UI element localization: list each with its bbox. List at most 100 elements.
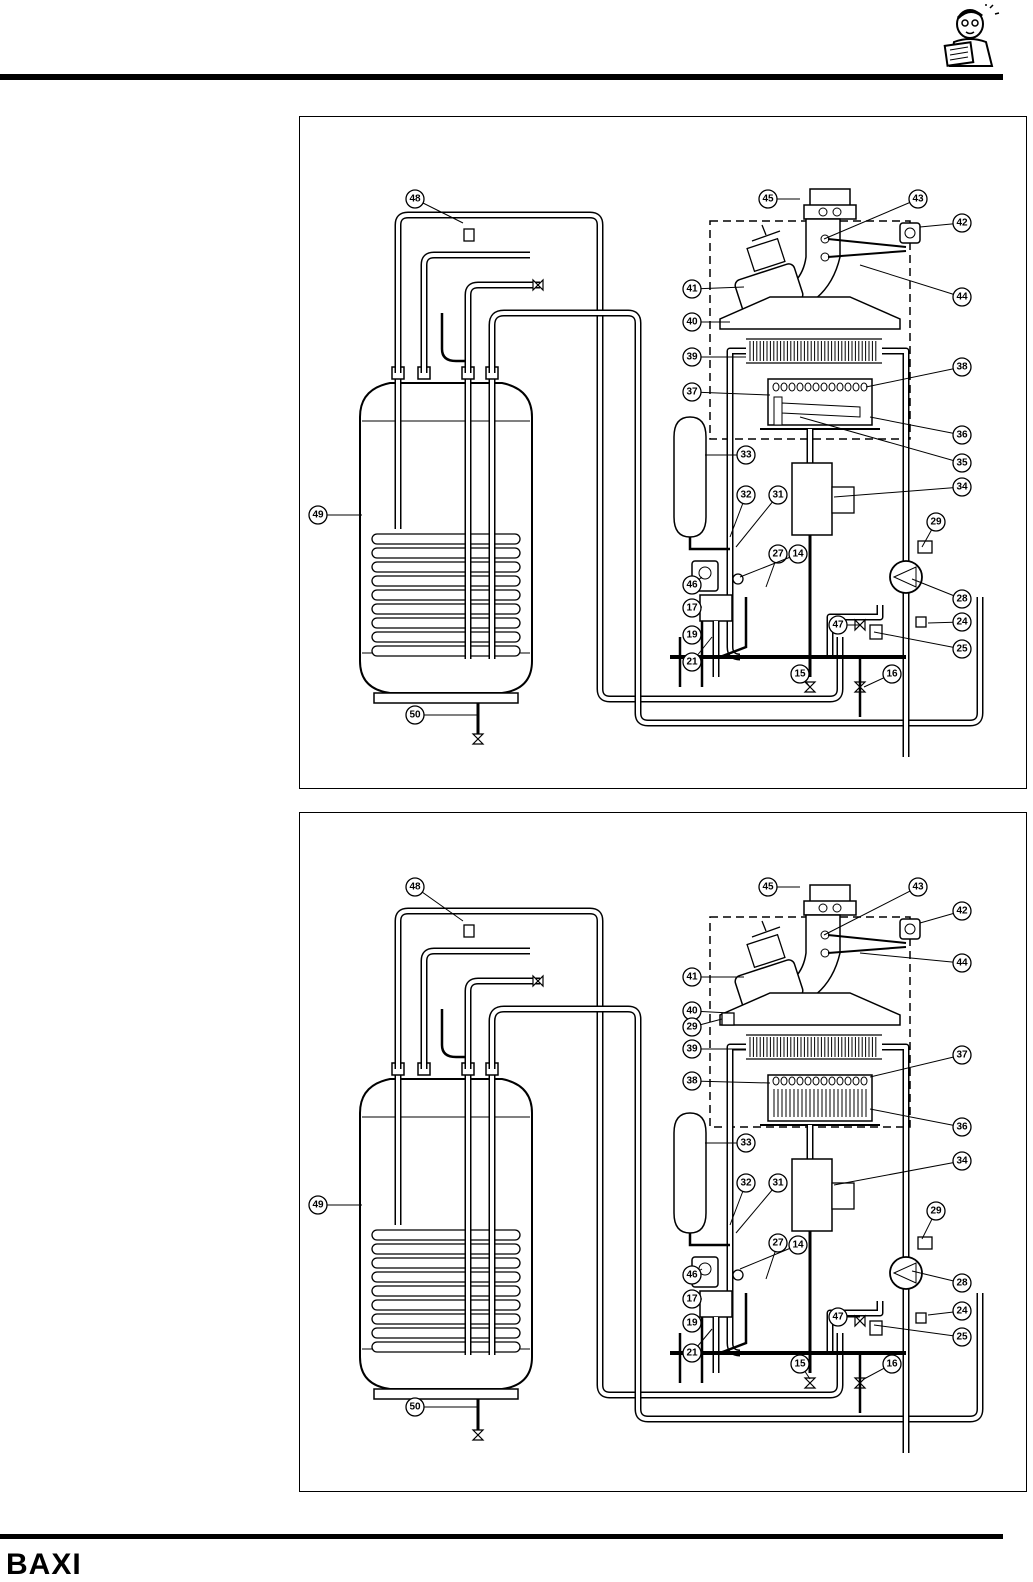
expansion-vessel bbox=[673, 1112, 707, 1234]
reading-mascot-icon bbox=[943, 4, 1000, 67]
callout-bubble-41 bbox=[682, 279, 702, 299]
hot-outlet-valve bbox=[532, 278, 544, 292]
callout-label-35: 35 bbox=[956, 458, 968, 469]
pressure-gauge bbox=[732, 573, 744, 585]
callout-label-31: 31 bbox=[772, 1178, 784, 1189]
callout-label-38: 38 bbox=[686, 1076, 698, 1087]
callout-bubble-50 bbox=[405, 705, 425, 725]
cylinder-coil-turn bbox=[371, 1243, 521, 1255]
callout-bubble-27 bbox=[768, 544, 788, 564]
callout-leader-37 bbox=[691, 391, 771, 396]
cylinder-base bbox=[373, 1388, 519, 1400]
callout-leader-31 bbox=[735, 494, 779, 548]
callout-bubble-17 bbox=[682, 598, 702, 618]
callout-label-29: 29 bbox=[930, 1206, 942, 1217]
cylinder-coil-turn bbox=[371, 1313, 521, 1325]
callout-label-19: 19 bbox=[686, 630, 698, 641]
callout-bubble-37 bbox=[952, 1045, 972, 1065]
heat-exchanger-frame bbox=[746, 1034, 882, 1060]
callout-label-39: 39 bbox=[686, 1044, 698, 1055]
air-pressure-switch bbox=[899, 222, 921, 244]
burner-flame bbox=[812, 1076, 820, 1086]
callout-leader-36 bbox=[869, 1108, 963, 1128]
callout-bubble-40 bbox=[682, 312, 702, 332]
flue-screw bbox=[832, 207, 842, 217]
cylinder-coil-turn bbox=[371, 575, 521, 587]
callout-bubble-19 bbox=[682, 625, 702, 645]
pump-arrow bbox=[892, 1262, 917, 1284]
burner-flame bbox=[828, 382, 836, 392]
cylinder-coil-turn bbox=[371, 1299, 521, 1311]
callout-bubble-15 bbox=[790, 664, 810, 684]
callout-bubble-50 bbox=[405, 1397, 425, 1417]
air-pressure-switch-dial bbox=[904, 923, 916, 935]
cylinder-coil-turn bbox=[371, 617, 521, 629]
burner-flame bbox=[788, 382, 796, 392]
flue-screw bbox=[818, 903, 828, 913]
callout-leader-43 bbox=[823, 198, 919, 240]
callout-label-21: 21 bbox=[686, 1348, 698, 1359]
callout-label-49: 49 bbox=[312, 510, 324, 521]
cylinder-coil-turn bbox=[371, 561, 521, 573]
callout-label-49: 49 bbox=[312, 1200, 324, 1211]
callout-bubble-47 bbox=[828, 615, 848, 635]
callout-label-32: 32 bbox=[740, 1178, 752, 1189]
burner-flame bbox=[820, 1076, 828, 1086]
cylinder-coil-turn bbox=[371, 589, 521, 601]
callout-bubble-47 bbox=[828, 1307, 848, 1327]
callout-label-17: 17 bbox=[686, 603, 698, 614]
callout-label-27: 27 bbox=[772, 549, 784, 560]
burner-flame bbox=[804, 382, 812, 392]
diverter-valve bbox=[699, 594, 733, 622]
automatic-air-vent bbox=[917, 540, 933, 554]
callout-label-42: 42 bbox=[956, 218, 968, 229]
callout-bubble-48 bbox=[405, 189, 425, 209]
callout-label-45: 45 bbox=[762, 194, 774, 205]
callout-label-27: 27 bbox=[772, 1238, 784, 1249]
callout-label-37: 37 bbox=[956, 1050, 968, 1061]
air-pressure-switch-dial bbox=[904, 227, 916, 239]
callout-label-16: 16 bbox=[886, 1359, 898, 1370]
burner-flame bbox=[836, 1076, 844, 1086]
burner-flame bbox=[772, 382, 780, 392]
burner-flame bbox=[812, 382, 820, 392]
callout-label-44: 44 bbox=[956, 958, 968, 969]
callout-label-33: 33 bbox=[740, 450, 752, 461]
callout-bubble-31 bbox=[768, 1173, 788, 1193]
callout-label-17: 17 bbox=[686, 1294, 698, 1305]
callout-bubble-38 bbox=[952, 357, 972, 377]
cylinder-coil-turn bbox=[371, 1271, 521, 1283]
boiler-return-pipe bbox=[882, 1043, 910, 1261]
callout-leader-31 bbox=[735, 1182, 779, 1234]
spark-electrode bbox=[773, 396, 783, 426]
callout-leader-34 bbox=[833, 486, 963, 498]
callout-bubble-21 bbox=[682, 1343, 702, 1363]
automatic-air-vent-upper bbox=[721, 1012, 735, 1026]
callout-bubble-37 bbox=[682, 382, 702, 402]
fan-motor bbox=[746, 237, 786, 273]
callout-leader-48 bbox=[414, 886, 464, 922]
callout-bubble-45 bbox=[758, 877, 778, 897]
callout-label-41: 41 bbox=[686, 972, 698, 983]
cylinder-coil-turn bbox=[371, 603, 521, 615]
callout-label-16: 16 bbox=[886, 669, 898, 680]
combustion-hood bbox=[719, 992, 901, 1026]
cylinder-coil-turn bbox=[371, 631, 521, 643]
callout-bubble-45 bbox=[758, 189, 778, 209]
coil-return-branch bbox=[464, 977, 540, 1069]
fan-motor bbox=[746, 933, 786, 969]
callout-bubble-29 bbox=[682, 1017, 702, 1037]
vent-branch bbox=[440, 1009, 466, 1059]
callout-leader-14 bbox=[739, 1244, 799, 1270]
gas-isolating-valve bbox=[803, 1377, 817, 1389]
callout-label-41: 41 bbox=[686, 284, 698, 295]
gas-valve-solenoid bbox=[831, 486, 855, 514]
pressure-test-point bbox=[820, 948, 830, 958]
callout-label-14: 14 bbox=[792, 549, 804, 560]
air-pressure-switch bbox=[899, 918, 921, 940]
cylinder-coil-turn bbox=[371, 1229, 521, 1241]
